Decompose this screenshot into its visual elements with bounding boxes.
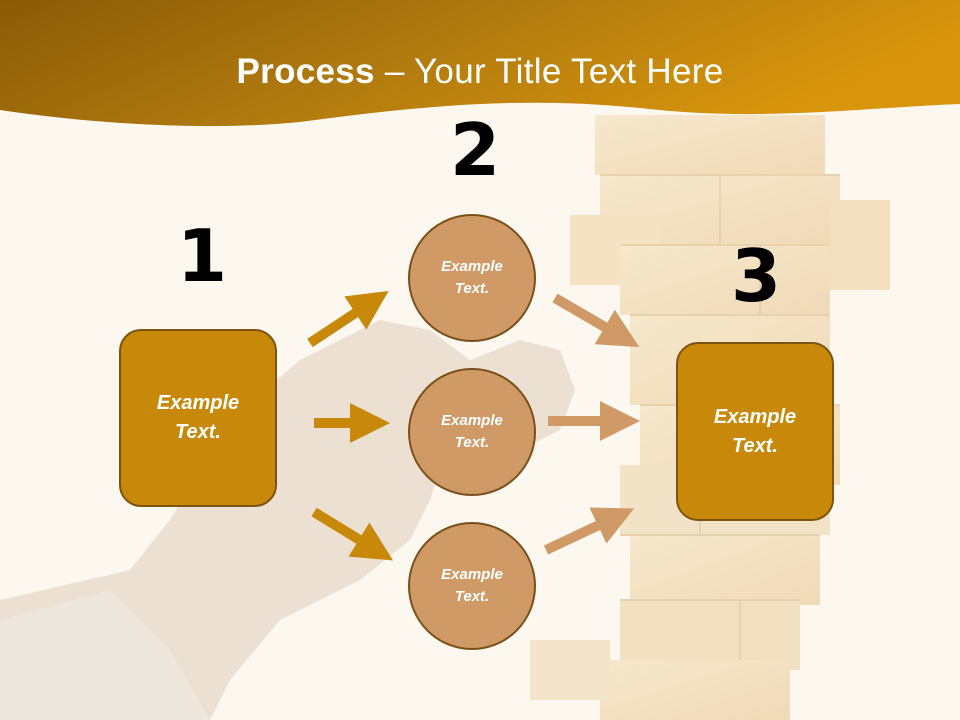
step-1-box: Example Text. <box>119 329 277 507</box>
step-number-3: 3 <box>731 234 782 318</box>
arrow-up-left <box>307 290 389 348</box>
title-rest: – Your Title Text Here <box>374 52 724 91</box>
step-number-2: 2 <box>450 108 501 192</box>
title-bold: Process <box>236 52 375 91</box>
step-number-1: 1 <box>177 214 228 298</box>
slide-title: Process – Your Title Text Here <box>0 52 960 92</box>
header-band <box>0 0 960 127</box>
arrow-up-right <box>552 293 640 348</box>
arrow-down-right <box>543 507 635 555</box>
step-2-circle-top: Example Text. <box>408 214 536 342</box>
step-2-circle-bottom: Example Text. <box>408 522 536 650</box>
step-2-circle-middle: Example Text. <box>408 368 536 496</box>
step-3-box: Example Text. <box>676 342 834 521</box>
arrow-down-left <box>311 507 394 561</box>
